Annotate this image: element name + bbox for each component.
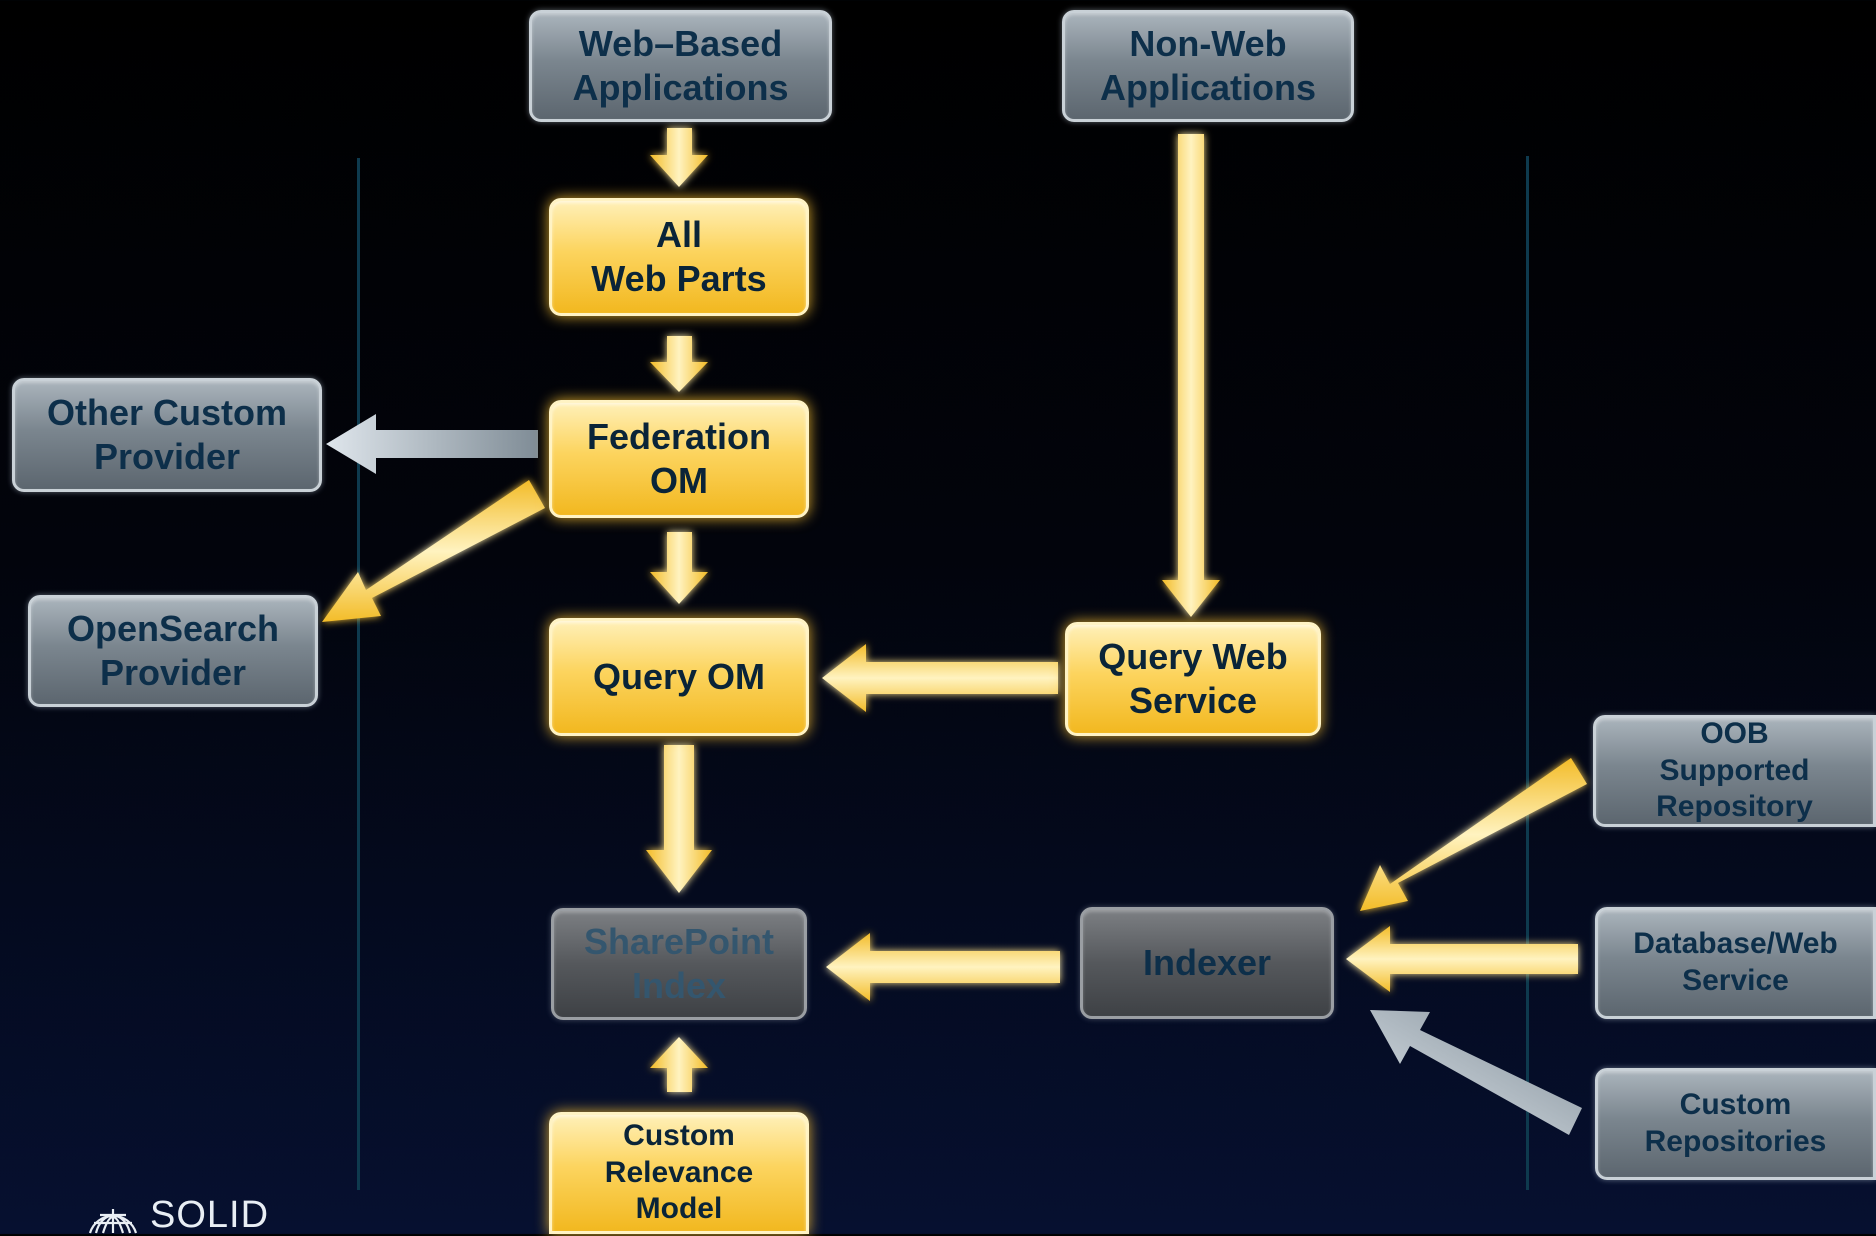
all-web-parts-node: All Web Parts <box>549 198 809 316</box>
federation-om-node: Federation OM <box>549 400 809 518</box>
left-divider-line <box>357 158 360 1190</box>
query-web-service-node: Query Web Service <box>1065 622 1321 736</box>
solid-logo: SOLID <box>86 1196 269 1234</box>
arrow-database-to-indexer <box>1346 926 1578 992</box>
globe-icon <box>88 1209 138 1234</box>
logo-wordmark: SOLID <box>150 1194 270 1236</box>
arrow-customrepos-to-indexer <box>1370 1010 1582 1135</box>
web-based-applications-node: Web–Based Applications <box>529 10 832 122</box>
database-web-service-node: Database/Web Service <box>1595 907 1876 1019</box>
oob-supported-repository-node: OOB Supported Repository <box>1593 715 1876 827</box>
indexer-node: Indexer <box>1080 907 1334 1019</box>
arrow-nonweb-to-querywebservice <box>1162 134 1220 617</box>
custom-repositories-node: Custom Repositories <box>1595 1068 1876 1180</box>
other-custom-provider-node: Other Custom Provider <box>12 378 322 492</box>
right-divider-line <box>1526 156 1529 1190</box>
arrow-federation-to-opensearch <box>322 480 545 622</box>
opensearch-provider-node: OpenSearch Provider <box>28 595 318 707</box>
arrow-webparts-to-federation <box>650 336 708 392</box>
arrow-indexer-to-index <box>826 933 1060 1001</box>
non-web-applications-node: Non-Web Applications <box>1062 10 1354 122</box>
arrow-oob-to-indexer <box>1360 758 1587 911</box>
query-om-node: Query OM <box>549 618 809 736</box>
arrow-querywebservice-to-queryom <box>822 644 1058 712</box>
arrow-federation-to-othercustom <box>326 414 538 474</box>
arrow-webapps-to-webparts <box>650 128 708 187</box>
custom-relevance-model-node: Custom Relevance Model <box>549 1112 809 1234</box>
arrow-relevance-to-index <box>650 1037 708 1092</box>
arrow-queryom-to-index <box>646 745 712 893</box>
sharepoint-index-node: SharePoint Index <box>551 908 807 1020</box>
arrow-federation-to-queryom <box>650 532 708 604</box>
